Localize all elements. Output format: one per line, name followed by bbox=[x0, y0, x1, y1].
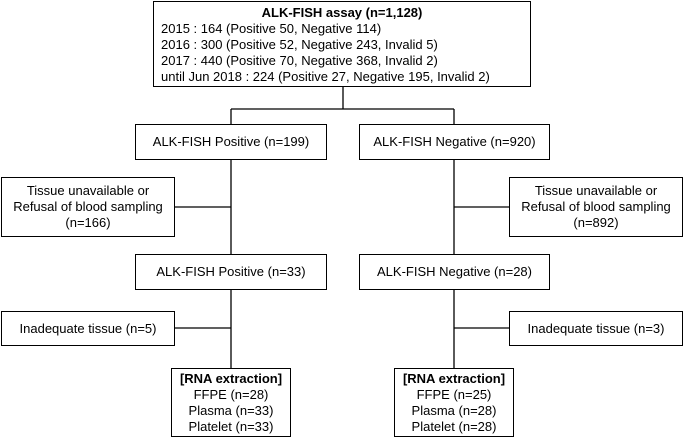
assay-title: ALK-FISH assay (n=1,128) bbox=[261, 5, 423, 20]
right-exclusion2-label: Inadequate tissue (n=3) bbox=[527, 320, 665, 336]
assay-box: ALK-FISH assay (n=1,128) 2015 : 164 (Pos… bbox=[153, 1, 531, 87]
right-exclusion2-box: Inadequate tissue (n=3) bbox=[509, 311, 683, 346]
assay-year-2015: 2015 : 164 (Positive 50, Negative 114) bbox=[161, 21, 382, 36]
right-exclusion1-box: Tissue unavailable or Refusal of blood s… bbox=[509, 177, 683, 237]
left-rna-plasma: Plasma (n=33) bbox=[188, 402, 274, 418]
right-exclusion1-line1: Tissue unavailable or bbox=[534, 183, 658, 198]
right-rna-plasma: Plasma (n=28) bbox=[411, 402, 497, 418]
left-exclusion1-line3: (n=166) bbox=[65, 215, 111, 230]
left-group2-box: ALK-FISH Positive (n=33) bbox=[135, 254, 327, 290]
right-rna-platelet: Platelet (n=28) bbox=[411, 418, 497, 434]
right-rna-title: [RNA extraction] bbox=[402, 370, 506, 386]
left-rna-box: [RNA extraction] FFPE (n=28) Plasma (n=3… bbox=[171, 368, 291, 437]
assay-year-2016: 2016 : 300 (Positive 52, Negative 243, I… bbox=[161, 37, 438, 52]
left-exclusion1-line1: Tissue unavailable or bbox=[26, 183, 150, 198]
left-group1-label: ALK-FISH Positive (n=199) bbox=[152, 134, 310, 149]
left-rna-ffpe: FFPE (n=28) bbox=[193, 386, 269, 402]
right-group1-label: ALK-FISH Negative (n=920) bbox=[373, 134, 536, 149]
left-rna-title: [RNA extraction] bbox=[179, 370, 283, 386]
right-group2-label: ALK-FISH Negative (n=28) bbox=[377, 264, 532, 279]
right-rna-ffpe: FFPE (n=25) bbox=[416, 386, 492, 402]
left-group2-label: ALK-FISH Positive (n=33) bbox=[156, 264, 306, 279]
left-exclusion2-label: Inadequate tissue (n=5) bbox=[19, 320, 157, 336]
right-group2-box: ALK-FISH Negative (n=28) bbox=[359, 254, 550, 290]
left-rna-platelet: Platelet (n=33) bbox=[188, 418, 274, 434]
right-rna-box: [RNA extraction] FFPE (n=25) Plasma (n=2… bbox=[394, 368, 514, 437]
left-exclusion2-box: Inadequate tissue (n=5) bbox=[1, 311, 175, 346]
right-exclusion1-line2: Refusal of blood sampling bbox=[521, 199, 671, 214]
assay-year-2018: until Jun 2018 : 224 (Positive 27, Negat… bbox=[161, 69, 490, 84]
left-exclusion1-box: Tissue unavailable or Refusal of blood s… bbox=[1, 177, 175, 237]
left-exclusion1-line2: Refusal of blood sampling bbox=[13, 199, 163, 214]
right-group1-box: ALK-FISH Negative (n=920) bbox=[359, 124, 550, 160]
assay-year-2017: 2017 : 440 (Positive 70, Negative 368, I… bbox=[161, 53, 438, 68]
right-exclusion1-line3: (n=892) bbox=[573, 215, 619, 230]
left-group1-box: ALK-FISH Positive (n=199) bbox=[135, 124, 327, 160]
